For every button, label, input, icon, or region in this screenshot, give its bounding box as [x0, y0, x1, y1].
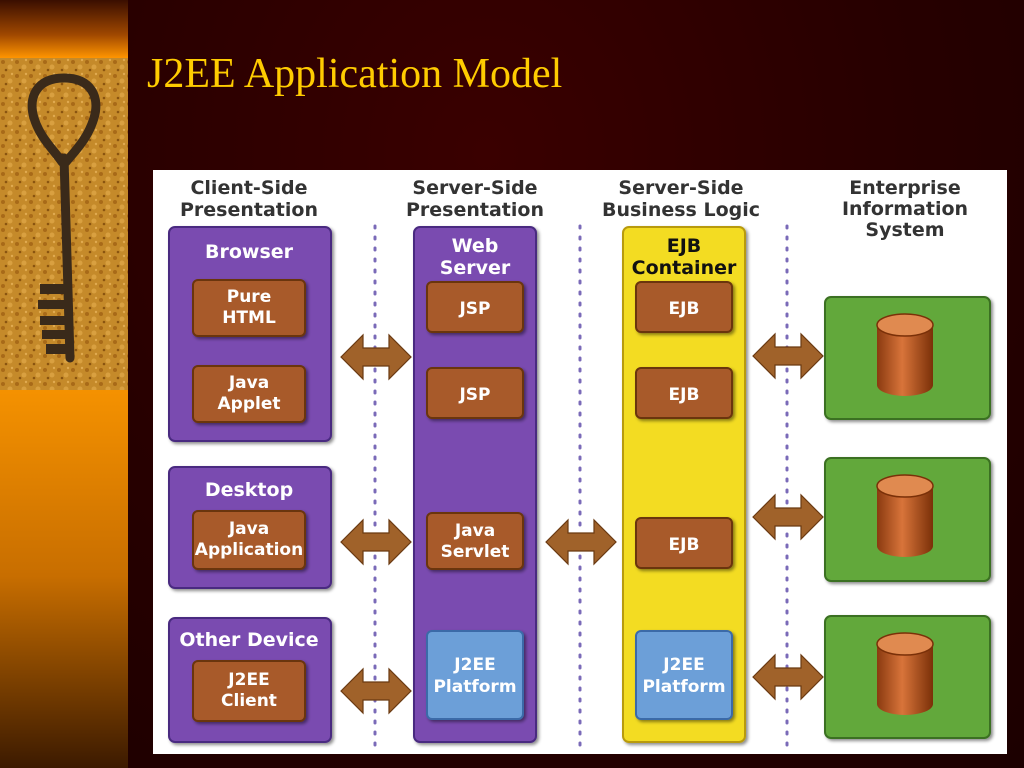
desktop-title: Desktop [205, 479, 293, 501]
double-arrow-icon-6 [752, 493, 824, 541]
web-server-title-line1: Web [452, 235, 499, 257]
database-icon-1 [876, 313, 934, 396]
key-image [0, 58, 128, 390]
database-icon-3 [876, 632, 934, 715]
j2ee-client-line2: Client [221, 691, 277, 711]
java-application-line2: Application [195, 540, 303, 560]
jsp-label-1: JSP [458, 299, 490, 319]
header-eis-line2: Information [842, 198, 968, 220]
web-j2ee-platform-box [426, 630, 524, 720]
double-arrow-icon-5 [752, 332, 824, 380]
double-arrow-icon-4 [545, 518, 617, 566]
browser-title: Browser [205, 241, 294, 263]
ejb-container-box [622, 226, 746, 743]
ejb-j2ee-platform-box [635, 630, 733, 720]
j2ee-diagram: Client-Side Presentation Server-Side Pre… [153, 170, 1007, 754]
ejb-label-3: EJB [669, 535, 700, 555]
double-arrow-icon-1 [340, 333, 412, 381]
java-applet-line2: Applet [218, 394, 281, 414]
ejb-box-1 [635, 281, 733, 333]
java-application-line1: Java [228, 519, 269, 539]
ejb-label-2: EJB [669, 385, 700, 405]
database-icon-2 [876, 474, 934, 557]
java-applet-line1: Java [228, 373, 269, 393]
header-client-line2: Presentation [180, 199, 318, 221]
jsp-box-2 [426, 367, 524, 419]
pure-html-line2: HTML [222, 308, 276, 328]
double-arrow-icon-7 [752, 653, 824, 701]
header-eis-line1: Enterprise [849, 177, 961, 199]
sidebar-top-band [0, 0, 128, 58]
web-server-title-line2: Server [440, 257, 511, 279]
double-arrow-icon-2 [340, 518, 412, 566]
header-client-line1: Client-Side [190, 177, 307, 199]
web-server-box [413, 226, 537, 743]
header-business-line1: Server-Side [618, 177, 743, 199]
java-applet-box [192, 365, 306, 423]
double-arrow-icon-3 [340, 667, 412, 715]
web-j2ee-platform-line1: J2EE [453, 655, 495, 675]
ejb-container-title-line2: Container [632, 257, 737, 279]
java-servlet-line2: Servlet [441, 542, 510, 562]
pure-html-line1: Pure [227, 287, 271, 307]
header-business-line2: Business Logic [602, 199, 760, 221]
j2ee-client-line1: J2EE [227, 670, 269, 690]
ejb-j2ee-platform-line1: J2EE [662, 655, 704, 675]
sidebar [0, 0, 128, 768]
j2ee-client-box [192, 660, 306, 722]
pure-html-box [192, 279, 306, 337]
slide-title: J2EE Application Model [147, 51, 563, 97]
jsp-label-2: JSP [458, 385, 490, 405]
java-servlet-box [426, 512, 524, 570]
header-server-line2: Presentation [406, 199, 544, 221]
java-servlet-line1: Java [454, 521, 495, 541]
jsp-box-1 [426, 281, 524, 333]
other-device-title: Other Device [179, 629, 318, 651]
ejb-box-3 [635, 517, 733, 569]
java-application-box [192, 510, 306, 570]
web-j2ee-platform-line2: Platform [433, 677, 516, 697]
ejb-label-1: EJB [669, 299, 700, 319]
header-eis-line3: System [865, 219, 944, 241]
ejb-container-title-line1: EJB [667, 235, 702, 257]
ejb-j2ee-platform-line2: Platform [642, 677, 725, 697]
header-server-line1: Server-Side [412, 177, 537, 199]
ejb-box-2 [635, 367, 733, 419]
